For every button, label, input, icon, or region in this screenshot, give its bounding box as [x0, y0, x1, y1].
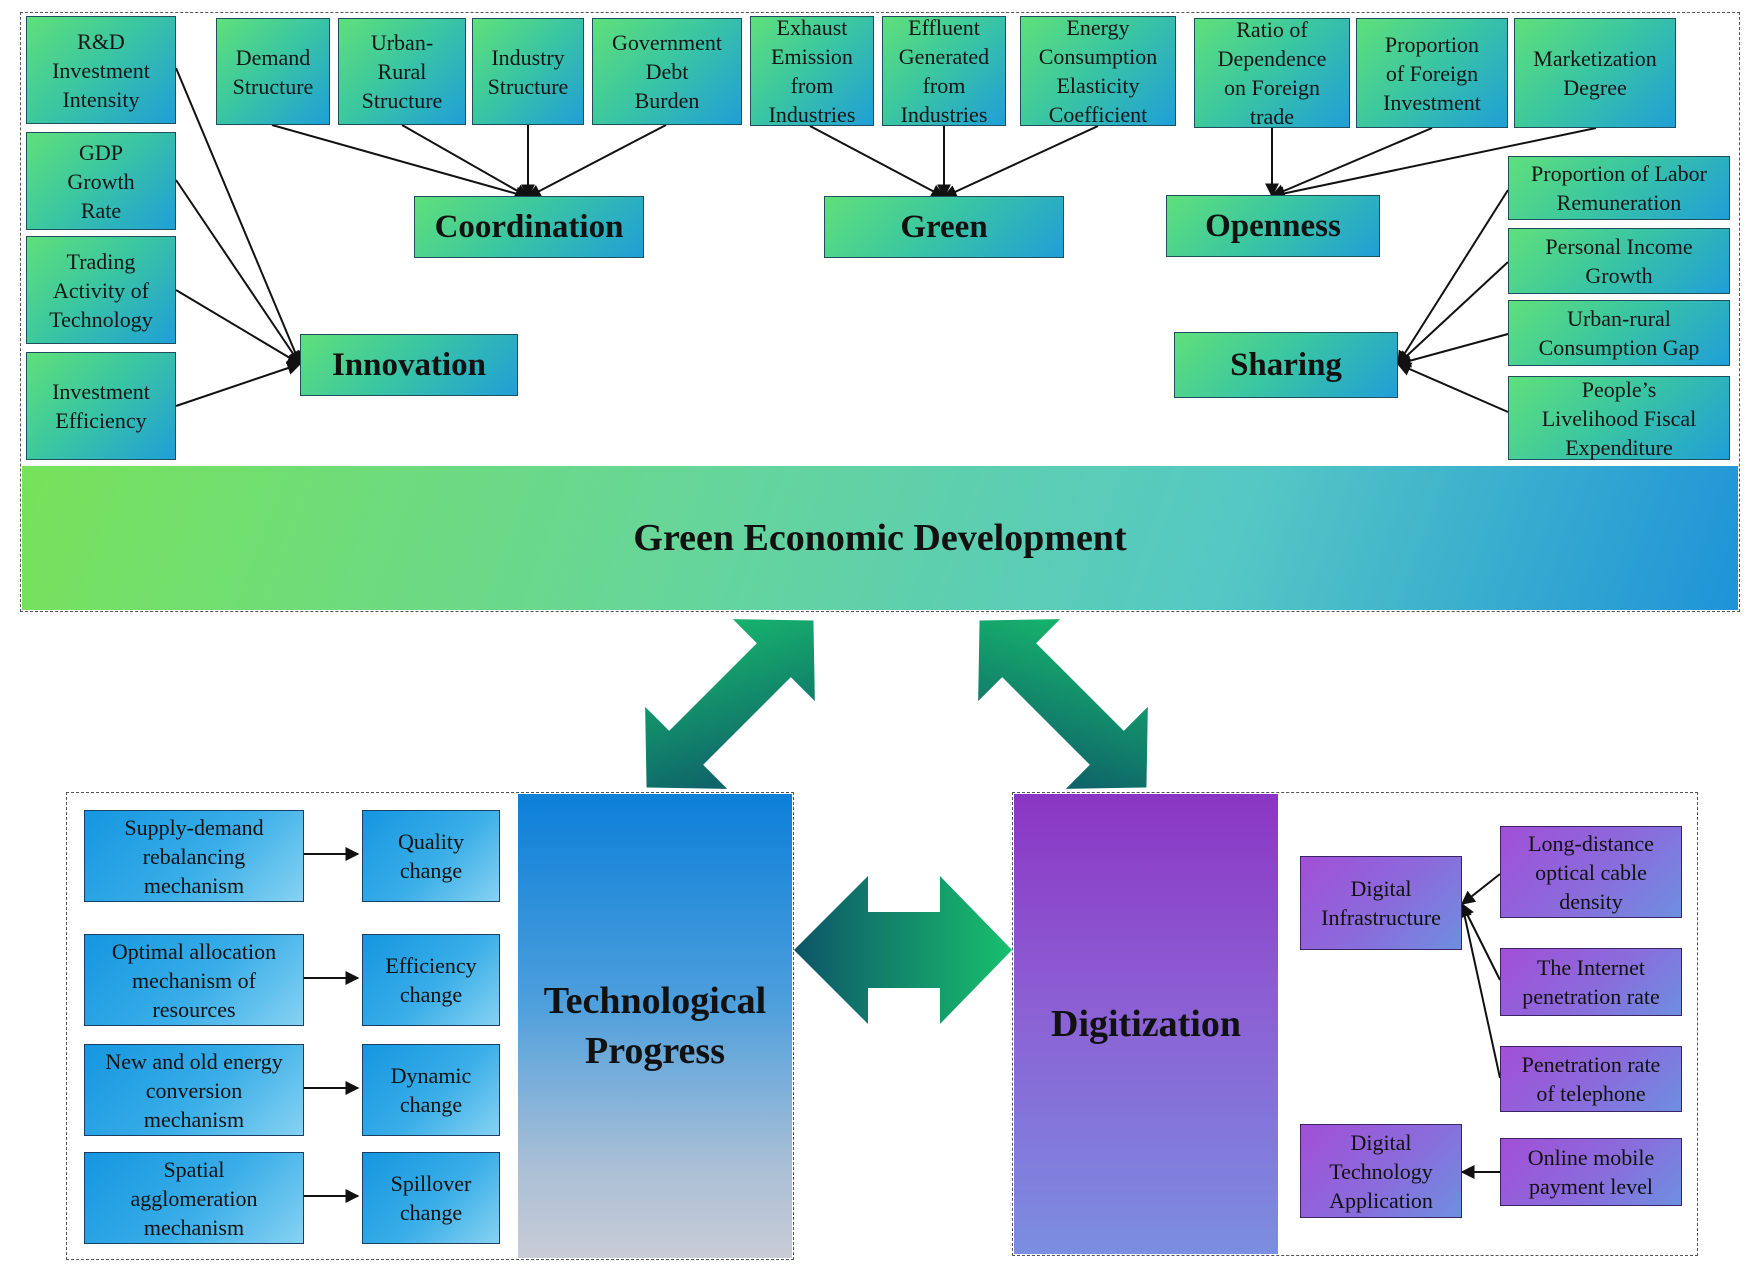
- category-digital-infrastructure: Digital Infrastructure: [1300, 856, 1462, 950]
- indicator-effluent-generated: Effluent Generated from Industries: [882, 15, 1006, 127]
- indicator-government-debt: Government Debt Burden: [592, 18, 742, 125]
- category-openness: Openness: [1166, 195, 1380, 257]
- mechanism-optimal-allocation: Optimal allocation mechanism of resource…: [84, 934, 304, 1026]
- indicator-mobile-payment: Online mobile payment level: [1500, 1138, 1682, 1206]
- indicator-trading-technology: Trading Activity of Technology: [26, 236, 176, 344]
- mechanism-spatial-agglomeration: Spatial agglomeration mechanism: [84, 1152, 304, 1244]
- indicator-marketization-degree: Marketization Degree: [1514, 18, 1676, 128]
- indicator-urban-rural-structure: Urban- Rural Structure: [338, 18, 466, 125]
- top-frame: [20, 12, 1740, 612]
- indicator-internet-penetration: The Internet penetration rate: [1500, 948, 1682, 1016]
- indicator-labor-remuneration: Proportion of Labor Remuneration: [1508, 156, 1730, 220]
- indicator-exhaust-emission: Exhaust Emission from Industries: [750, 15, 874, 127]
- technological-progress-panel: Technological Progress: [518, 794, 792, 1258]
- indicator-consumption-gap: Urban-rural Consumption Gap: [1508, 300, 1730, 366]
- indicator-industry-structure: Industry Structure: [472, 18, 584, 125]
- change-dynamic: Dynamic change: [362, 1044, 500, 1136]
- indicator-telephone-penetration: Penetration rate of telephone: [1500, 1046, 1682, 1112]
- indicator-gdp-growth: GDP Growth Rate: [26, 132, 176, 230]
- indicator-foreign-investment: Proportion of Foreign Investment: [1356, 18, 1508, 128]
- indicator-rd-investment: R&D Investment Intensity: [26, 16, 176, 124]
- double-arrow-digi-to-green: [978, 619, 1148, 789]
- indicator-investment-efficiency: Investment Efficiency: [26, 352, 176, 460]
- category-innovation: Innovation: [300, 334, 518, 396]
- mechanism-supply-demand: Supply-demand rebalancing mechanism: [84, 810, 304, 902]
- green-economic-development-banner: Green Economic Development: [22, 466, 1738, 610]
- double-arrow-tech-to-green: [645, 619, 815, 789]
- indicator-personal-income: Personal Income Growth: [1508, 228, 1730, 294]
- category-coordination: Coordination: [414, 196, 644, 258]
- mechanism-energy-conversion: New and old energy conversion mechanism: [84, 1044, 304, 1136]
- category-green: Green: [824, 196, 1064, 258]
- indicator-foreign-trade-dependence: Ratio of Dependence on Foreign trade: [1194, 17, 1350, 129]
- indicator-demand-structure: Demand Structure: [216, 18, 330, 125]
- change-spillover: Spillover change: [362, 1152, 500, 1244]
- double-arrow-tech-digi: [794, 876, 1012, 1024]
- digi-frame: [1012, 792, 1698, 1256]
- indicator-optical-cable-density: Long-distance optical cable density: [1500, 826, 1682, 918]
- tech-frame: [66, 792, 794, 1260]
- indicator-energy-elasticity: Energy Consumption Elasticity Coefficien…: [1020, 15, 1176, 127]
- change-efficiency: Efficiency change: [362, 934, 500, 1026]
- category-sharing: Sharing: [1174, 332, 1398, 398]
- indicator-livelihood-expenditure: People’s Livelihood Fiscal Expenditure: [1508, 376, 1730, 460]
- digitization-panel: Digitization: [1014, 794, 1278, 1254]
- category-digital-technology-application: Digital Technology Application: [1300, 1124, 1462, 1218]
- change-quality: Quality change: [362, 810, 500, 902]
